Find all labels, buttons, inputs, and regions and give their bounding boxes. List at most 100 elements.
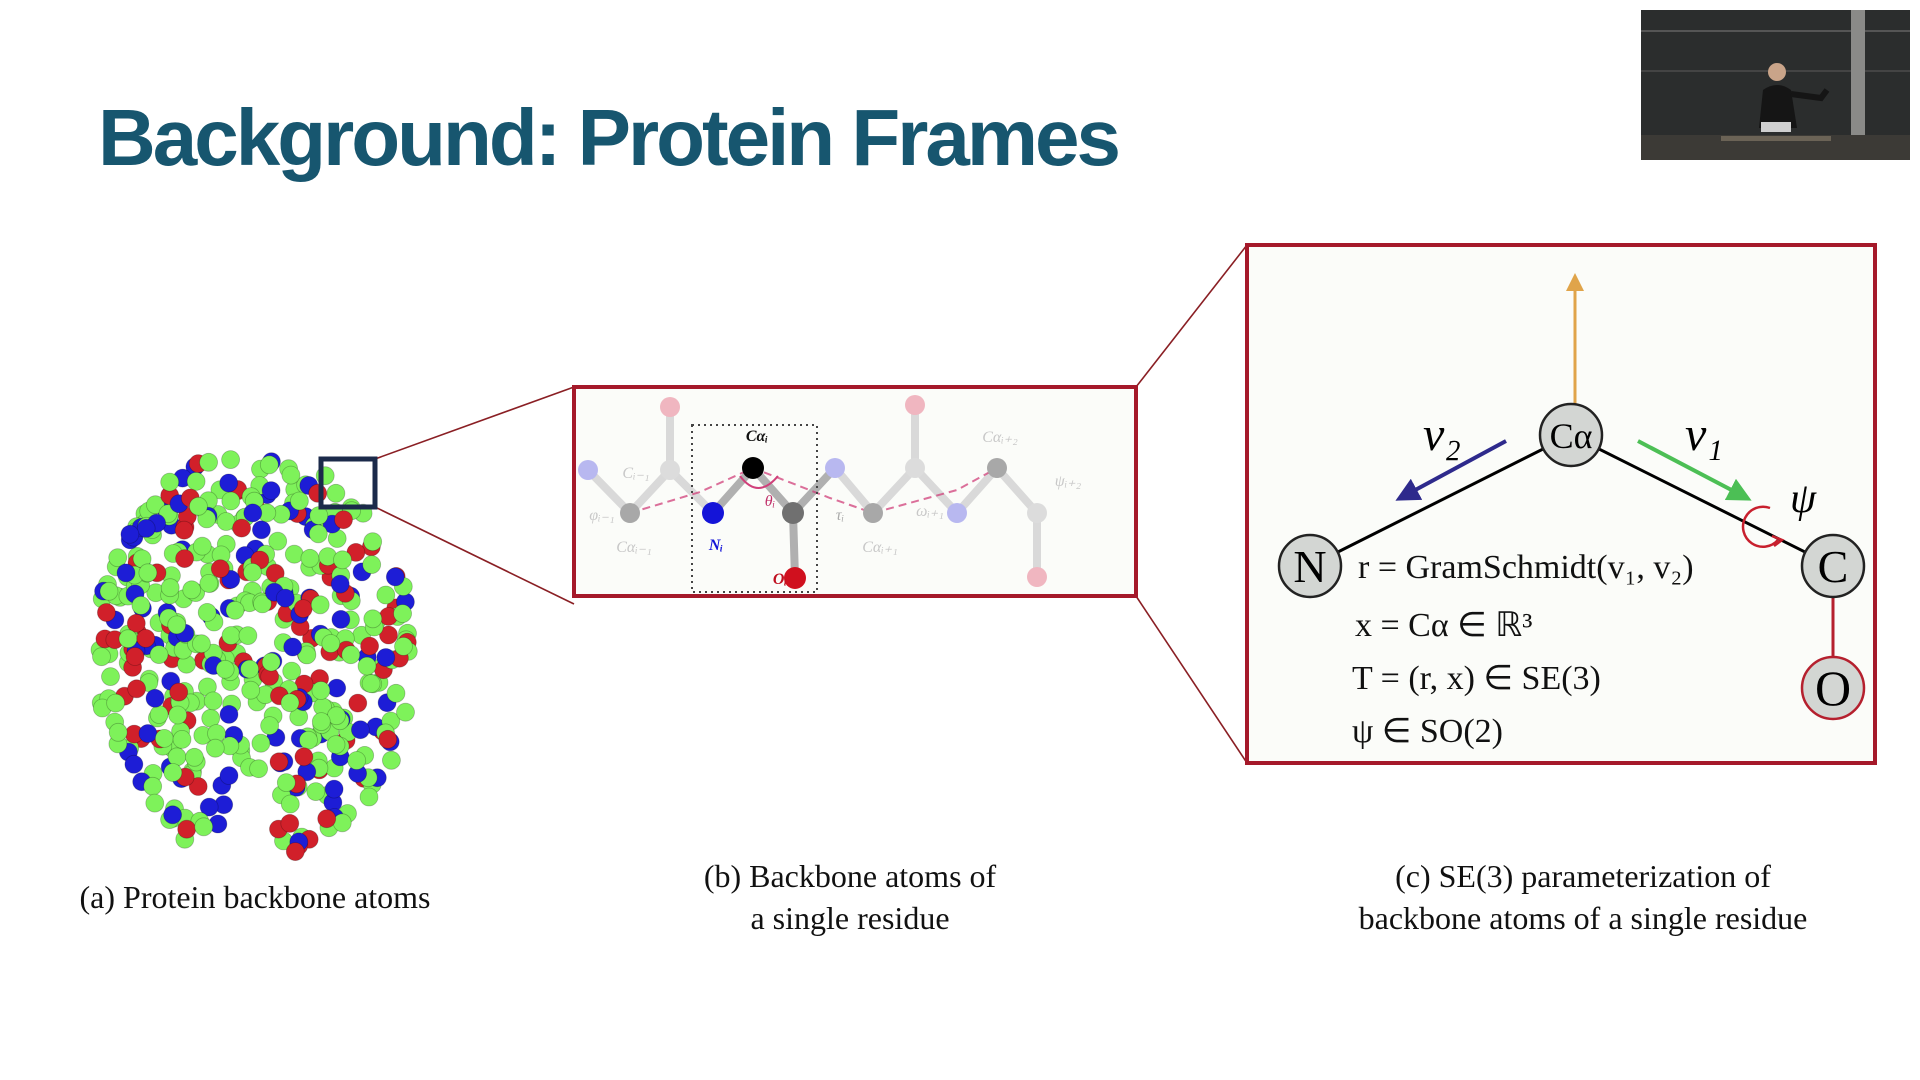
- backbone-atom: [167, 615, 187, 635]
- backbone-atom: [136, 629, 156, 648]
- panel-b-single-residue: Cαᵢ Nᵢ Oᵢ θᵢ Cᵢ₋₁ φᵢ₋₁ Cαᵢ₋₁ τᵢ Cαᵢ₊₁ ωᵢ…: [572, 385, 1138, 598]
- backbone-atom: [363, 609, 383, 629]
- backbone-atom: [221, 450, 241, 470]
- backbone-atom: [285, 842, 305, 861]
- backbone-atom: [210, 559, 230, 579]
- psi-rotation-icon: [1741, 505, 1779, 548]
- backbone-atom: [177, 819, 197, 839]
- backbone-atom: [300, 548, 320, 568]
- backbone-atom: [238, 626, 258, 645]
- backbone-atom: [294, 747, 314, 767]
- backbone-atom: [259, 455, 279, 475]
- label-n-i: Nᵢ: [708, 537, 724, 554]
- backbone-atom: [376, 585, 396, 605]
- backbone-atom: [167, 747, 187, 767]
- backbone-atom: [126, 613, 146, 633]
- backbone-atom: [252, 594, 272, 614]
- backbone-atom: [197, 603, 217, 622]
- v2-label: v₂: [1423, 408, 1461, 461]
- backbone-atom: [131, 596, 151, 615]
- backbone-atom: [172, 730, 192, 749]
- backbone-atom: [203, 691, 223, 711]
- backbone-atom: [240, 659, 260, 679]
- label-tau-i: τᵢ: [836, 507, 844, 524]
- backbone-atom: [321, 634, 341, 653]
- backbone-atom: [138, 724, 158, 743]
- backbone-atom: [293, 599, 313, 618]
- speaker-body: [1759, 85, 1797, 128]
- backbone-atom: [241, 680, 261, 700]
- backbone-atom: [125, 647, 145, 666]
- backbone-atom: [99, 581, 119, 601]
- backbone-atom: [311, 712, 331, 731]
- backbone-atom: [268, 531, 288, 551]
- caption-b-line2: a single residue: [750, 900, 950, 936]
- backbone-atom: [261, 652, 281, 672]
- backbone-atom: [299, 730, 318, 750]
- backbone-atom: [331, 610, 351, 629]
- atom-o: O: [1815, 660, 1851, 716]
- backbone-atom: [149, 705, 169, 724]
- backbone-atom: [363, 532, 383, 552]
- atom-c-alpha: Cα: [1550, 416, 1593, 456]
- backbone-atom: [362, 555, 382, 574]
- backbone-atom: [289, 491, 309, 511]
- backbone-atom: [376, 648, 396, 667]
- backbone-atom: [127, 679, 147, 699]
- backbone-atom: [385, 567, 405, 587]
- backbone-atom: [350, 720, 370, 740]
- backbone-atom: [260, 716, 280, 735]
- backbone-atom: [138, 563, 158, 583]
- label-c-i-minus-1: Cᵢ₋₁: [622, 465, 649, 482]
- caption-c-line2: backbone atoms of a single residue: [1358, 900, 1808, 936]
- protein-backbone-atoms: [90, 450, 418, 861]
- backbone-atom: [143, 776, 163, 796]
- backbone-atom: [386, 683, 406, 703]
- backbone-atom: [341, 645, 361, 665]
- caption-b: (b) Backbone atoms of a single residue: [620, 855, 1080, 939]
- backbone-atom: [219, 766, 239, 785]
- label-c-alpha-i-plus-1: Cαᵢ₊₁: [862, 539, 898, 556]
- backbone-atom: [251, 733, 271, 753]
- caption-c: (c) SE(3) parameterization of backbone a…: [1303, 855, 1863, 939]
- backbone-atom: [284, 544, 304, 564]
- backbone-atom: [381, 750, 401, 770]
- backbone-atom: [188, 777, 208, 796]
- backbone-atom: [124, 754, 144, 774]
- label-omega-i-plus-1: ωᵢ₊₁: [916, 503, 944, 520]
- backbone-atom: [379, 625, 398, 645]
- backbone-atom: [281, 465, 301, 485]
- v2-arrow: [1395, 439, 1507, 501]
- equation-torsion: ψ ∈ SO(2): [1352, 713, 1503, 750]
- backbone-atom: [192, 536, 212, 556]
- backbone-atom: [378, 729, 398, 749]
- backbone-atom: [199, 797, 219, 817]
- backbone-atom: [160, 472, 180, 492]
- backbone-atom: [347, 751, 367, 770]
- backbone-atom: [394, 637, 413, 656]
- backbone-atom: [92, 647, 111, 667]
- backbone-atom: [145, 688, 165, 708]
- backbone-atom: [184, 747, 204, 767]
- backbone-atom: [251, 520, 271, 540]
- backbone-atom: [324, 779, 344, 799]
- backbone-atom: [360, 636, 380, 656]
- backbone-atom: [160, 578, 180, 598]
- backbone-atom: [243, 503, 263, 523]
- backbone-atom: [311, 681, 331, 700]
- backbone-atom: [106, 693, 125, 713]
- backbone-atom: [326, 735, 346, 754]
- backbone-atom: [396, 702, 415, 722]
- backbone-atom: [334, 510, 353, 530]
- backbone-atom: [276, 773, 296, 792]
- backbone-atom: [219, 705, 239, 724]
- backbone-atom: [283, 637, 303, 657]
- backbone-atom: [297, 645, 317, 665]
- backbone-atom: [154, 729, 174, 748]
- caption-b-line1: (b) Backbone atoms of: [703, 858, 997, 894]
- backbone-atom: [310, 595, 330, 615]
- backbone-atom: [306, 782, 326, 801]
- v1-arrow: [1637, 439, 1752, 501]
- backbone-atom: [188, 496, 208, 516]
